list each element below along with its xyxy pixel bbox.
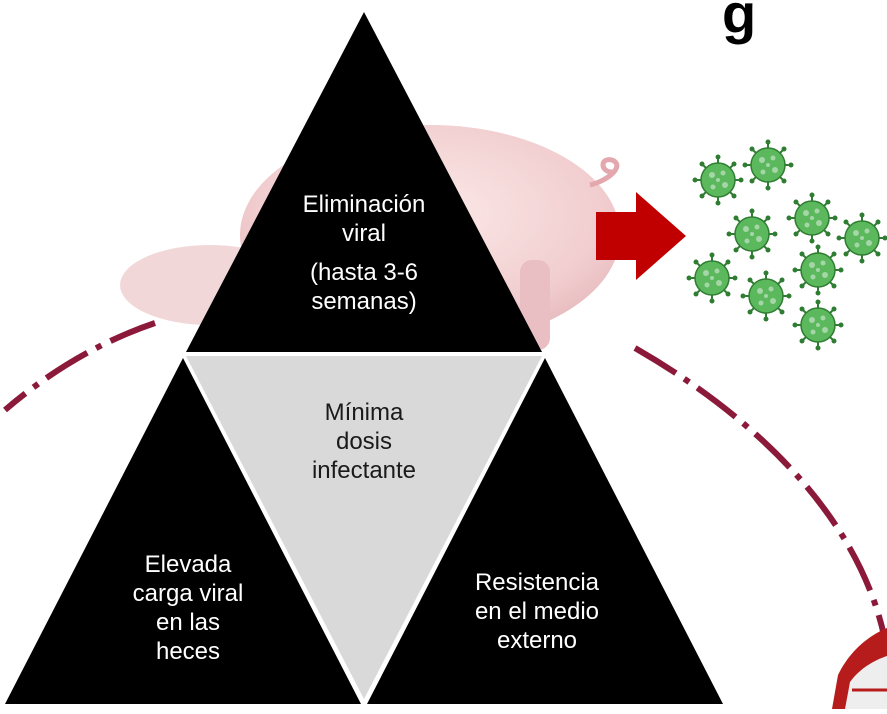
left-triangle-label: Elevada carga viral en las heces [88,550,288,666]
right-label-line-1: Resistencia [437,568,637,597]
virus-icon [793,245,844,296]
left-label-line-3: en las [88,608,288,637]
virus-icon [837,213,887,264]
center-triangle-label: Mínima dosis infectante [264,398,464,485]
right-triangle-label: Resistencia en el medio externo [437,568,637,655]
top-triangle-label: Eliminación viral (hasta 3-6 semanas) [264,190,464,316]
virus-icon [787,193,838,244]
top-label-line-2: viral [264,219,464,248]
top-label-line-4: semanas) [264,287,464,316]
virus-icon [793,300,844,351]
virus-icon [693,155,744,206]
heading-fragment: g [722,0,756,42]
top-label-line-3: (hasta 3-6 [264,258,464,287]
cycle-arc-left [5,323,155,410]
right-label-line-3: externo [437,626,637,655]
virus-icon [727,209,778,260]
virus-cluster [687,140,887,351]
top-label-line-1: Eliminación [264,190,464,219]
cycle-arc-right [635,348,885,640]
right-label-line-2: en el medio [437,597,637,626]
left-label-line-2: carga viral [88,579,288,608]
left-label-line-1: Elevada [88,550,288,579]
left-label-line-4: heces [88,637,288,666]
center-label-line-1: Mínima [264,398,464,427]
center-label-line-2: dosis [264,427,464,456]
farm-building-icon [832,628,887,709]
virus-icon [741,271,792,322]
center-label-line-3: infectante [264,456,464,485]
virus-icon [743,140,794,191]
virus-icon [687,253,738,304]
